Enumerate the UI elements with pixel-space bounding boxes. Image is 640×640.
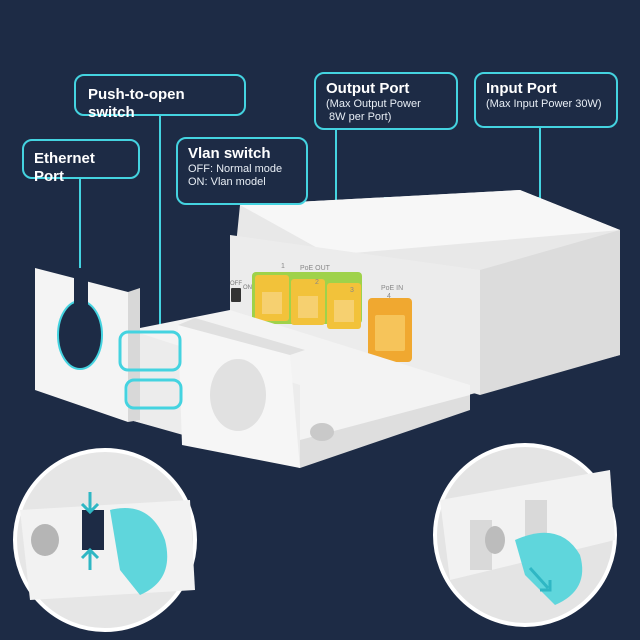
screw-hole	[310, 423, 334, 441]
port-panel: PoE OUT PoE IN OFF ON 1 2 3 4	[230, 263, 412, 362]
ethernet-port-slot	[74, 268, 88, 308]
output-port-socket	[298, 296, 318, 318]
push-to-open-title: Push-to-open switch	[88, 86, 185, 121]
vlan-switch-title: Vlan switch	[188, 145, 271, 162]
port-number-4: 4	[387, 293, 391, 300]
on-label: ON	[243, 285, 252, 291]
output-port-socket	[262, 292, 282, 314]
ethernet-port-hole[interactable]	[57, 300, 103, 370]
poe-in-label: PoE IN	[381, 285, 403, 292]
inset-right	[433, 443, 617, 627]
port-number-3: 3	[350, 287, 354, 294]
output-port-callout: Output Port (Max Output Power 8W per Por…	[314, 72, 458, 130]
input-port-title: Input Port	[486, 80, 557, 97]
vlan-switch-callout: Vlan switch OFF: Normal mode ON: Vlan mo…	[176, 137, 308, 205]
input-port-desc: (Max Input Power 30W)	[486, 98, 602, 110]
push-latch-upper[interactable]	[118, 330, 182, 372]
output-port-desc-2: 8W per Port)	[326, 111, 392, 123]
poe-out-label: PoE OUT	[300, 265, 331, 272]
ethernet-port-title: Ethernet Port	[34, 150, 95, 185]
output-port-socket	[334, 300, 354, 322]
port-number-2: 2	[315, 279, 319, 286]
push-to-open-callout: Push-to-open switch	[74, 74, 246, 121]
inset-left	[13, 448, 197, 632]
off-label: OFF	[230, 281, 242, 287]
vlan-on-text: ON: Vlan model	[188, 176, 266, 188]
front-bracket	[178, 318, 305, 468]
ethernet-port-callout: Ethernet Port	[22, 139, 140, 185]
left-bracket	[35, 268, 140, 422]
push-latch-lower[interactable]	[124, 378, 183, 410]
output-port-desc-1: (Max Output Power	[326, 98, 421, 110]
push-to-open-highlight	[118, 330, 183, 410]
front-bracket-hole	[210, 359, 266, 431]
vlan-off-text: OFF: Normal mode	[188, 163, 283, 175]
input-port-callout: Input Port (Max Input Power 30W)	[474, 72, 618, 128]
port-number-1: 1	[281, 263, 285, 270]
hand-slide-icon	[515, 532, 583, 605]
input-port-socket	[375, 315, 405, 351]
hand-press-icon	[110, 508, 168, 595]
output-port-title: Output Port	[326, 80, 410, 97]
vlan-switch-toggle[interactable]	[231, 288, 241, 302]
